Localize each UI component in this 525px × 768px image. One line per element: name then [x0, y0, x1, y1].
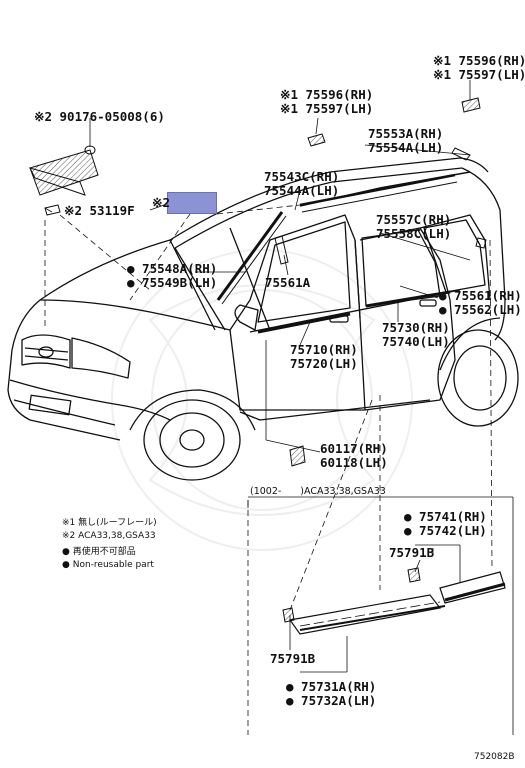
label-belt-rear-door-rh[interactable]: 75730(RH)	[382, 320, 450, 335]
label-pillar-part[interactable]: 75561A	[265, 275, 311, 290]
label-mirror-cover-lh[interactable]: 60118(LH)	[320, 455, 388, 470]
label-roof-drip-rear-lh[interactable]: 75554A(LH)	[368, 140, 444, 155]
label-belt-front-door-lh[interactable]: 75720(LH)	[290, 356, 358, 371]
label-belt-front-door-rh[interactable]: 75710(RH)	[290, 342, 358, 357]
label-roof-rack-cover-lh-b[interactable]: ※1 75597(LH)	[433, 67, 525, 82]
label-belt-rear-rh[interactable]: ● 75561(RH)	[439, 288, 522, 303]
roof-rack-part	[29, 145, 99, 216]
label-roof-item[interactable]: ※2 53119F	[64, 203, 135, 218]
label-front-clip[interactable]: 75791B	[270, 651, 316, 666]
label-belt-rear-lh[interactable]: ● 75562(LH)	[439, 302, 522, 317]
label-roof-highlight-marker: ※2	[152, 195, 170, 210]
label-clip-top[interactable]: ※2 90176-05008(6)	[34, 109, 165, 124]
label-rear-rocker-rh[interactable]: ● 75741(RH)	[404, 509, 487, 524]
note-2: ※2 ACA33,38,GSA33	[62, 531, 156, 541]
label-roof-drip-rear-rh[interactable]: 75553A(RH)	[368, 126, 444, 141]
label-belt-rear-door-lh[interactable]: 75740(LH)	[382, 334, 450, 349]
note-1: ※1 無し(ルーフレール)	[62, 518, 157, 528]
highlight-marker[interactable]	[167, 192, 217, 214]
label-roof-drip-front-rh[interactable]: 75543C(RH)	[264, 169, 340, 184]
label-rear-rocker-lh[interactable]: ● 75742(LH)	[404, 523, 487, 538]
variant-header: (1002- )ACA33,38,GSA33	[250, 486, 386, 497]
label-roof-drip-front-lh[interactable]: 75544A(LH)	[264, 183, 340, 198]
small-part-icons	[274, 97, 487, 623]
label-roof-drip-mid-rh[interactable]: 75557C(RH)	[376, 212, 452, 227]
label-windshield-moulding-rh[interactable]: ● 75548A(RH)	[127, 261, 218, 276]
note-3: ● 再使用不可部品	[62, 547, 136, 557]
label-front-rocker-rh[interactable]: ● 75731A(RH)	[286, 679, 377, 694]
label-roof-drip-mid-lh[interactable]: 75558C(LH)	[376, 226, 452, 241]
label-roof-rack-cover-rh-a[interactable]: ※1 75596(RH)	[280, 87, 374, 102]
variant-bracket	[247, 496, 514, 735]
moulding-strips	[216, 171, 471, 334]
label-roof-rack-cover-lh-a[interactable]: ※1 75597(LH)	[280, 101, 374, 116]
label-windshield-moulding-lh[interactable]: ● 75549B(LH)	[127, 275, 218, 290]
note-4: ● Non-reusable part	[62, 560, 154, 570]
leader-lines	[44, 80, 471, 673]
label-mirror-cover-rh[interactable]: 60117(RH)	[320, 441, 388, 456]
rocker-mouldings	[288, 571, 506, 635]
dashed-guides	[44, 204, 493, 735]
label-front-rocker-lh[interactable]: ● 75732A(LH)	[286, 693, 377, 708]
diagram-id: 752082B	[474, 752, 515, 762]
label-rear-clip[interactable]: 75791B	[389, 545, 435, 560]
label-roof-rack-cover-rh-b[interactable]: ※1 75596(RH)	[433, 53, 525, 68]
